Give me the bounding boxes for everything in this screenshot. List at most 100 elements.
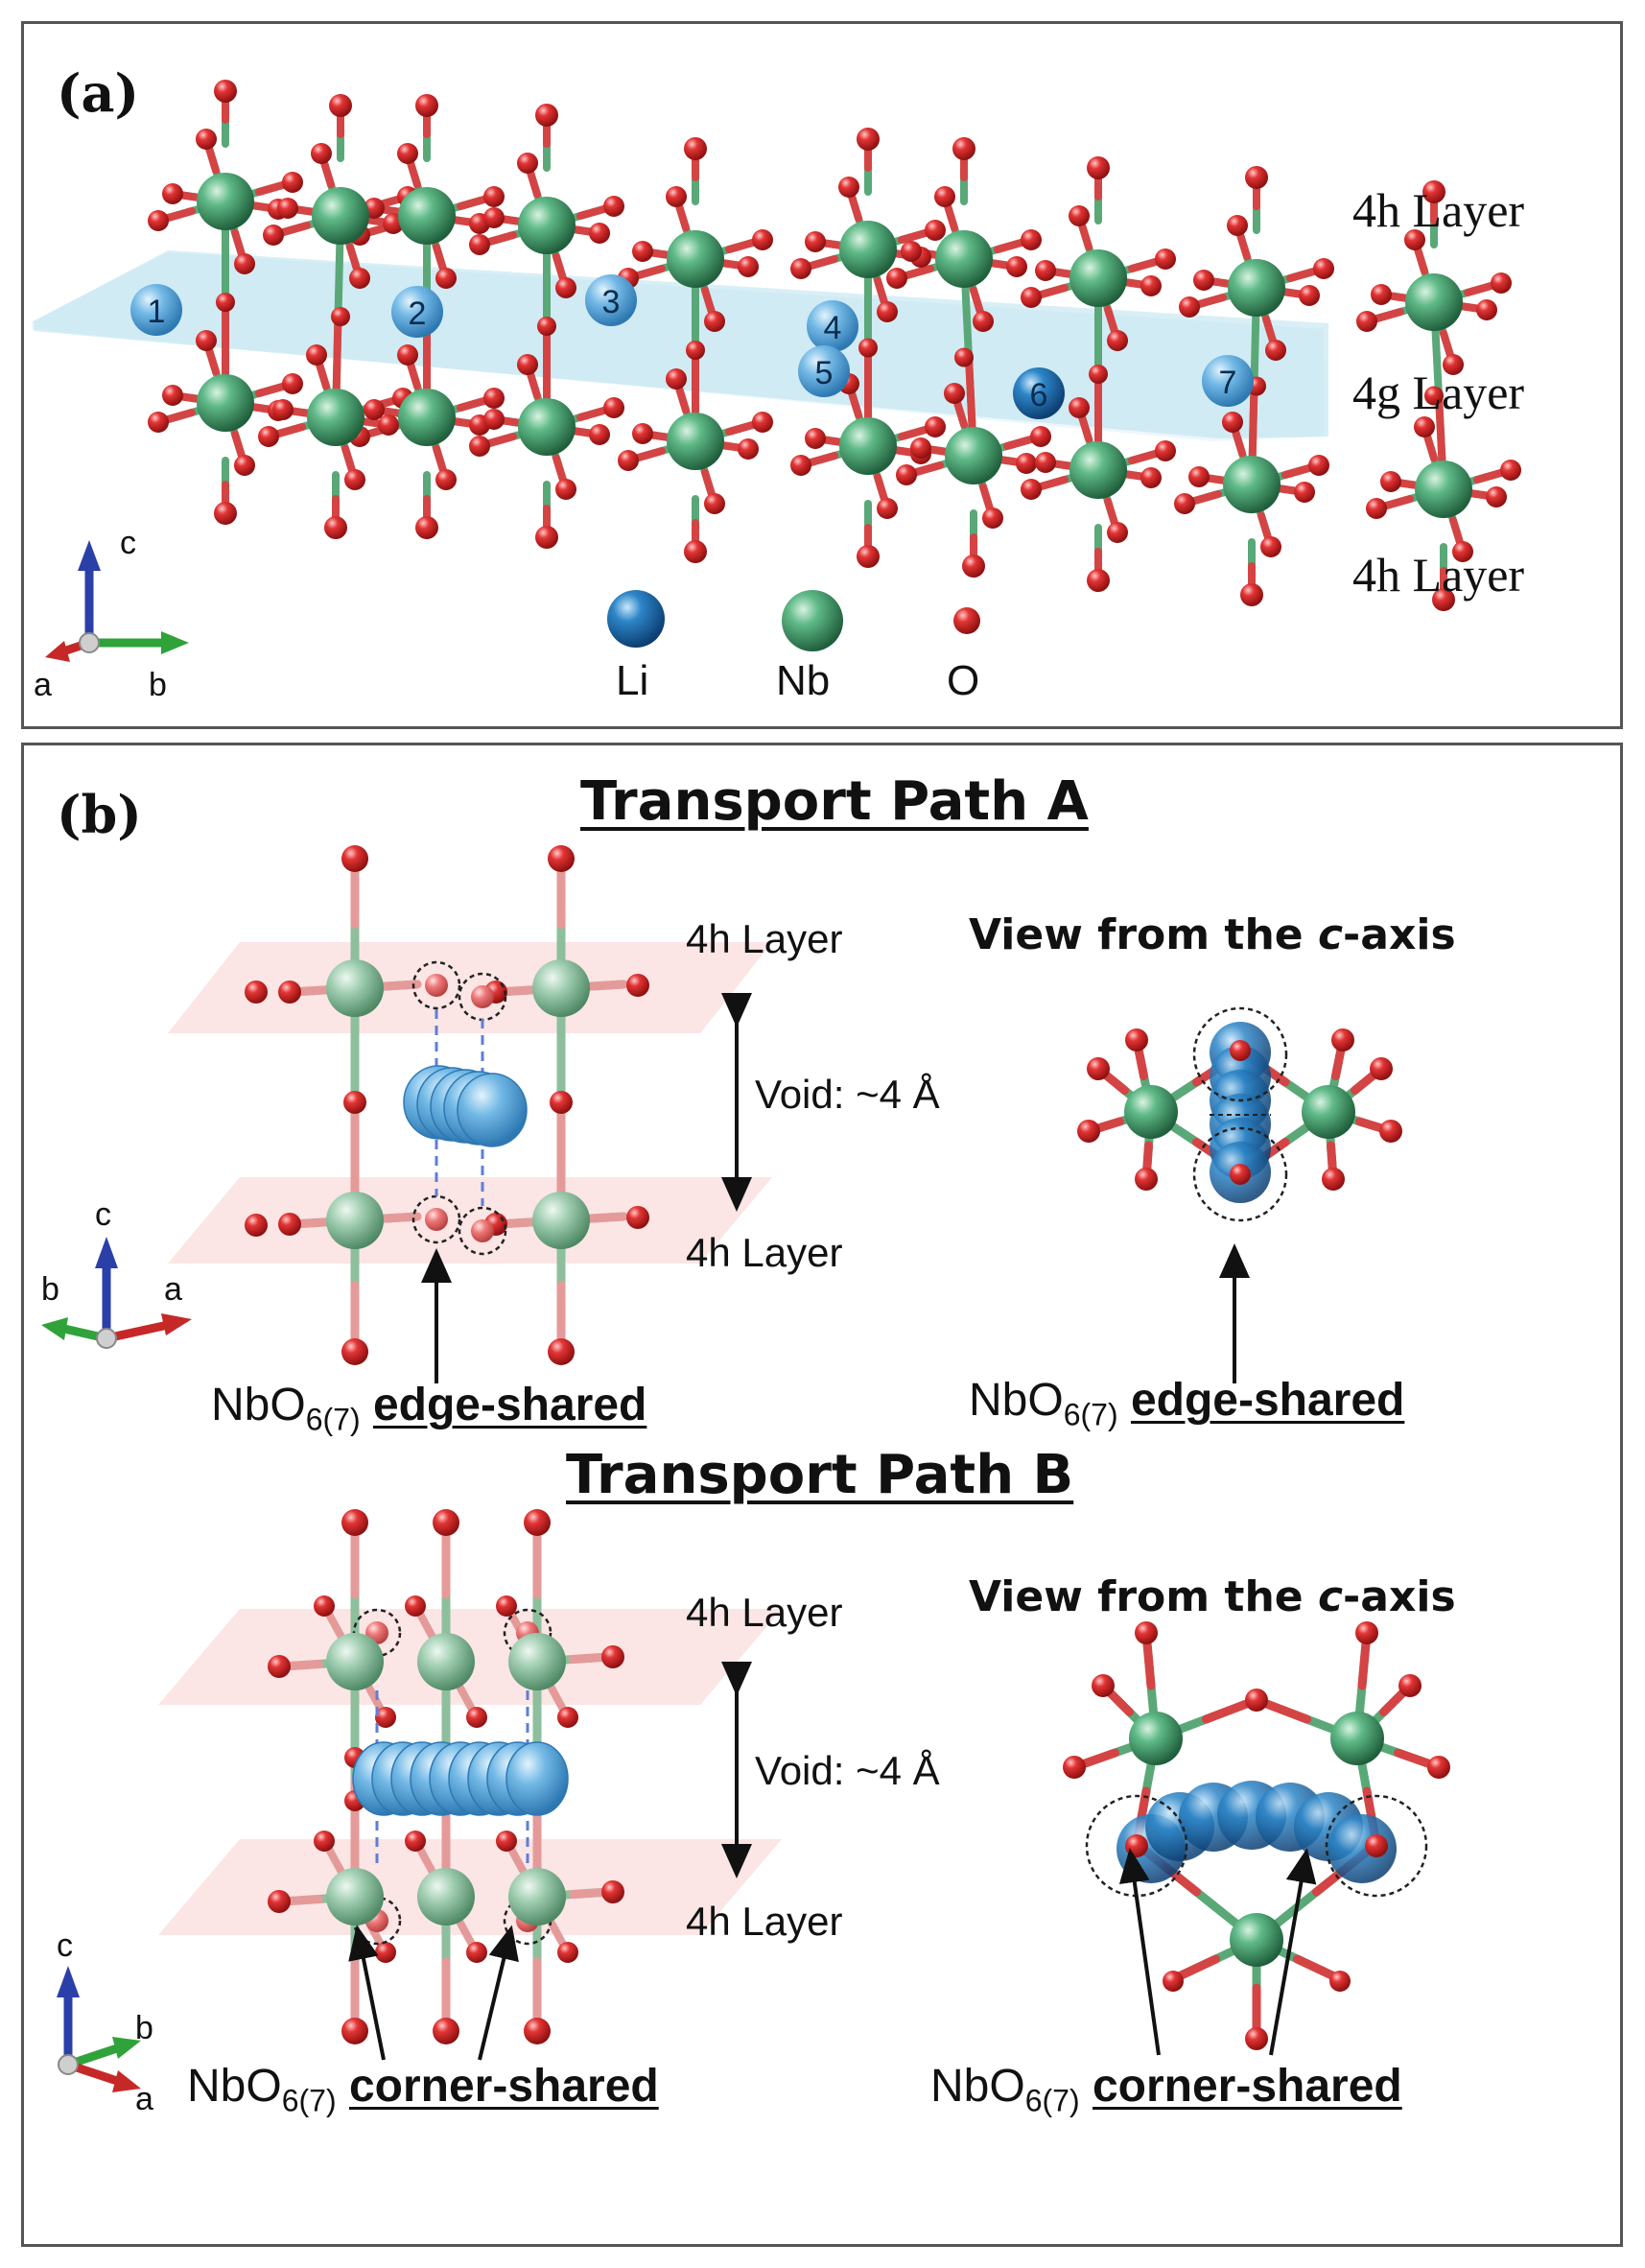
o-atom bbox=[1089, 365, 1108, 384]
o-atom bbox=[1021, 287, 1042, 308]
o-atom bbox=[1016, 453, 1037, 474]
shared-site-marker bbox=[411, 960, 461, 1010]
o-atom bbox=[341, 1509, 368, 1536]
axis-triad-path-b bbox=[57, 1966, 141, 2092]
o-atom bbox=[1240, 583, 1263, 606]
path-a-plane-top bbox=[168, 942, 772, 1033]
o-atom bbox=[684, 137, 707, 160]
path-a-caption-right: NbO6(7) edge-shared bbox=[969, 1374, 1404, 1433]
nb-atom bbox=[326, 1633, 384, 1690]
o-atom bbox=[589, 223, 610, 244]
o-atom bbox=[1379, 1120, 1402, 1143]
o-atom bbox=[278, 1213, 301, 1236]
axis-label-b: b bbox=[149, 667, 167, 703]
nb-atom bbox=[1228, 259, 1285, 317]
o-atom bbox=[548, 1338, 575, 1365]
nb-atom bbox=[839, 221, 897, 278]
transport-path-a-title: Transport Path A bbox=[580, 770, 1089, 833]
o-atom bbox=[1087, 1057, 1110, 1080]
nb-atom bbox=[1069, 249, 1127, 307]
o-atom bbox=[1414, 416, 1435, 437]
o-atom bbox=[1299, 285, 1320, 306]
nb-atom bbox=[312, 187, 369, 245]
o-atom bbox=[1163, 1971, 1184, 1992]
o-atom bbox=[838, 177, 859, 198]
o-atom bbox=[901, 241, 922, 262]
li-hop-position bbox=[505, 1741, 569, 1816]
o-atom bbox=[1500, 460, 1521, 481]
o-atom bbox=[483, 388, 505, 409]
o-atom bbox=[258, 426, 279, 447]
nb-atom bbox=[1302, 1085, 1355, 1139]
o-atom bbox=[214, 80, 237, 103]
o-atom bbox=[1135, 1168, 1158, 1191]
o-atom bbox=[311, 143, 332, 164]
o-atom bbox=[1294, 482, 1315, 503]
li-site-number: 6 bbox=[1030, 377, 1048, 413]
layer-label-4h-top: 4h Layer bbox=[1352, 183, 1525, 237]
o-atom bbox=[282, 172, 303, 193]
o-atom bbox=[618, 450, 639, 471]
nb-atom bbox=[508, 1868, 566, 1925]
o-atom bbox=[1155, 440, 1176, 461]
nb-atom bbox=[1069, 441, 1127, 499]
nb-atom bbox=[532, 1192, 590, 1249]
o-atom bbox=[557, 1707, 578, 1728]
path-b-view-title-suffix: -axis bbox=[1343, 1572, 1456, 1621]
o-atom bbox=[466, 1707, 487, 1728]
o-atom bbox=[790, 455, 811, 476]
o-atom bbox=[415, 516, 438, 539]
o-atom bbox=[877, 498, 898, 519]
nb-o-bond-half bbox=[382, 980, 422, 991]
layer-label-4h-bottom: 4h Layer bbox=[1352, 548, 1525, 602]
o-atom bbox=[1245, 1689, 1268, 1712]
path-b-view-title-axis: c bbox=[1317, 1572, 1344, 1621]
o-atom bbox=[148, 210, 169, 231]
path-b-caption-left: NbO6(7) corner-shared bbox=[187, 2060, 659, 2119]
nb-atom bbox=[307, 389, 364, 446]
o-atom bbox=[517, 354, 538, 375]
li-site bbox=[585, 274, 637, 326]
o-atom bbox=[535, 104, 558, 127]
o-atom bbox=[196, 330, 217, 351]
o-atom bbox=[405, 1831, 426, 1852]
o-atom bbox=[1077, 1120, 1100, 1143]
o-atom bbox=[752, 229, 773, 250]
o-atom bbox=[1140, 467, 1162, 488]
path-b-axis-c: c bbox=[57, 1927, 73, 1964]
path-b-view-pointer-arrow-left bbox=[1118, 1848, 1161, 2056]
path-b-structure bbox=[268, 1509, 624, 2044]
o-atom bbox=[790, 258, 811, 279]
o-atom bbox=[214, 502, 237, 525]
o-atom bbox=[349, 268, 370, 289]
li-site bbox=[798, 345, 850, 397]
li-site bbox=[1202, 355, 1254, 407]
o-atom bbox=[469, 234, 490, 255]
path-a-view-title: View from the c-axis bbox=[969, 910, 1456, 959]
o-atom bbox=[632, 241, 653, 262]
o-atom bbox=[1313, 258, 1334, 279]
li-site bbox=[391, 286, 443, 338]
o-atom bbox=[1222, 412, 1243, 433]
caption-sub: 6(7) bbox=[305, 1402, 361, 1437]
o-atom bbox=[1380, 471, 1401, 492]
o-atom bbox=[1035, 452, 1056, 473]
li-hop-position bbox=[1328, 1814, 1397, 1883]
o-atom bbox=[483, 409, 505, 430]
path-b-layer-bottom-label: 4h Layer bbox=[686, 1899, 843, 1944]
o-atom bbox=[555, 277, 576, 298]
o-atom bbox=[148, 412, 169, 433]
o-atom bbox=[1245, 2027, 1268, 2050]
nb-atom bbox=[326, 1192, 384, 1249]
nb-atom bbox=[1405, 273, 1463, 331]
legend-li-label: Li bbox=[616, 657, 649, 704]
path-b-view-title: View from the c-axis bbox=[969, 1572, 1456, 1621]
o-atom bbox=[1427, 1756, 1450, 1779]
o-atom bbox=[341, 845, 368, 872]
o-atom bbox=[1107, 330, 1128, 351]
path-a-void-label: Void: ~4 Å bbox=[755, 1072, 940, 1117]
legend-nb-label: Nb bbox=[776, 657, 831, 704]
o-atom bbox=[471, 985, 494, 1008]
o-atom bbox=[435, 469, 457, 490]
o-atom bbox=[752, 412, 773, 433]
